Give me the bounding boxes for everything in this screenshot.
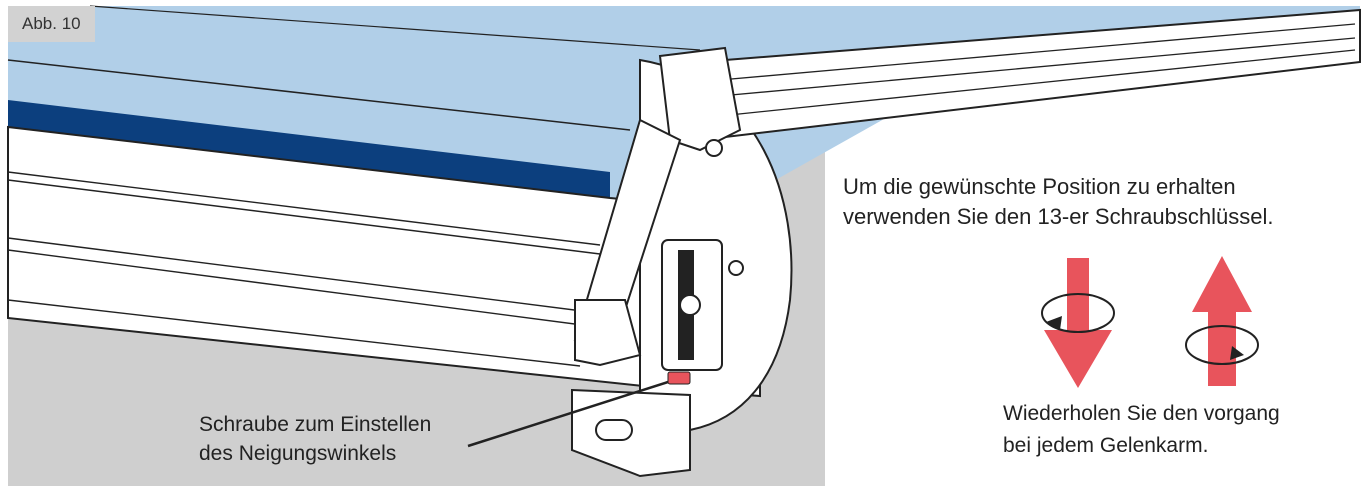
repeat-note-line-1: Wiederholen Sie den vorgang (1003, 402, 1280, 425)
fabric-fold-line (89, 5, 701, 51)
figure-label: Abb. 10 (8, 6, 95, 42)
instruction-line-2: verwenden Sie den 13-er Schraubschlüssel… (843, 204, 1274, 229)
repeat-note-line-2: bei jedem Gelenkarm. (1003, 434, 1209, 457)
instruction-text: Um die gewünschte Position zu erhalten v… (843, 172, 1363, 232)
arrow-up-rotate-counterclockwise-icon (1185, 256, 1259, 386)
bracket-slot (595, 419, 633, 441)
arm-beam-groove-1 (719, 23, 1356, 81)
cassette-line-1 (7, 171, 601, 246)
cassette-line-4 (7, 249, 591, 327)
arm-pivot-housing (574, 299, 642, 367)
adjuster-bolt-head (679, 294, 701, 316)
screw-callout: Schraube zum Einstellen des Neigungswink… (199, 410, 529, 468)
arm-joint-block (658, 46, 742, 152)
cassette-line-2 (7, 179, 601, 255)
cassette-line-3 (7, 237, 591, 313)
arm-beam-groove-3 (719, 49, 1356, 117)
joint-bolt (705, 139, 723, 157)
cassette-line-5 (7, 299, 581, 367)
callout-leader-line (467, 380, 669, 448)
plate-screw (728, 260, 744, 276)
arrow-down-rotate-clockwise-icon (1041, 258, 1115, 388)
cassette-profile (7, 125, 761, 398)
valance-stripe (8, 100, 610, 198)
instruction-line-1: Um die gewünschte Position zu erhalten (843, 174, 1236, 199)
screw-callout-line-2: des Neigungswinkels (199, 442, 397, 465)
fabric-edge-line (7, 59, 631, 131)
screw-callout-line-1: Schraube zum Einstellen (199, 413, 432, 436)
adjustment-screw (667, 371, 691, 385)
arm-beam-groove-2 (719, 37, 1356, 97)
repeat-note: Wiederholen Sie den vorgang bei jedem Ge… (1003, 398, 1363, 462)
